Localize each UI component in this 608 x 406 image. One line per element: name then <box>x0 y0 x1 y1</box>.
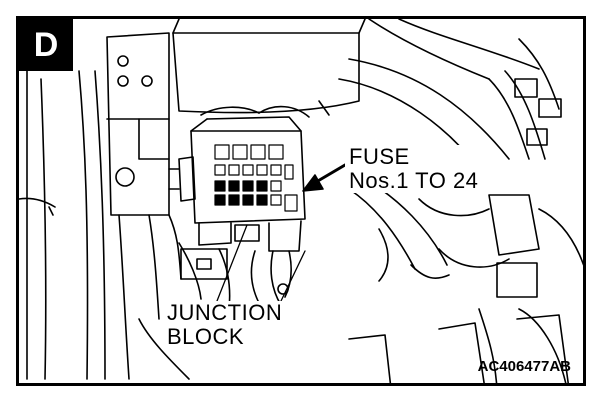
junction-callout-line1: JUNCTION <box>167 300 283 325</box>
figure-frame: D FUSE Nos.1 TO 24 JUNCTION BLOCK AC4064… <box>16 16 586 386</box>
section-badge: D <box>19 19 73 71</box>
fuse-callout-line1: FUSE <box>349 144 410 169</box>
junction-block-illustration <box>19 19 583 383</box>
junction-block-callout: JUNCTION BLOCK <box>165 300 285 349</box>
figure-code: AC406477AB <box>477 358 571 375</box>
junction-callout-line2: BLOCK <box>167 324 245 349</box>
fuse-callout: FUSE Nos.1 TO 24 <box>345 144 483 193</box>
fuse-callout-line2: Nos.1 TO 24 <box>349 168 479 193</box>
